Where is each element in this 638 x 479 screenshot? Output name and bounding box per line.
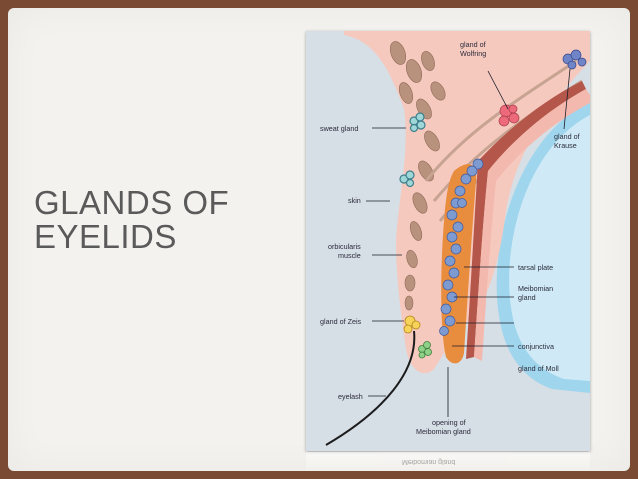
label-sweat-gland: sweat gland: [320, 124, 358, 133]
label-eyelash: eyelash: [338, 392, 363, 401]
label-gland-of-krause: gland of Krause: [554, 132, 582, 150]
label-meibomian-line-1: Meibomian: [518, 284, 553, 293]
gland-of-zeis: [403, 315, 421, 334]
orbicularis-fibres: [389, 41, 446, 311]
reflection-text: Meibomian gland: [402, 458, 456, 465]
label-gland-of-wolfring: gland of Wolfring: [460, 40, 488, 58]
leader-lines: [366, 68, 571, 417]
label-meibomian-line-2: gland: [518, 293, 536, 302]
label-orbicularis-muscle: orbicularis muscle: [328, 242, 363, 260]
conjunctiva-band: [466, 81, 586, 359]
label-wolfring-line-2: Wolfring: [460, 49, 486, 58]
figure-reflection: Meibomian gland: [306, 452, 590, 471]
label-tarsal-plate: tarsal plate: [518, 263, 553, 272]
label-opening-line-1: opening of: [432, 418, 466, 427]
sweat-glands: [399, 112, 426, 188]
cornea: [509, 115, 590, 381]
meibomian-gland-cluster: [439, 158, 484, 336]
gland-of-moll: [418, 341, 432, 359]
label-wolfring-line-1: gland of: [460, 40, 486, 49]
label-skin: skin: [348, 196, 361, 205]
slide-title: GLANDS OF EYELIDS: [34, 184, 230, 255]
label-opening-of-meibomian-gland: opening of Meibomian gland: [416, 418, 471, 436]
label-meibomian-gland: Meibomian gland: [518, 284, 555, 302]
label-conjunctiva: conjunctiva: [518, 342, 554, 351]
conjunctiva-inner: [474, 89, 590, 361]
label-orbicularis-line-2: muscle: [338, 251, 361, 260]
eyelid-diagram: sweat gland skin gland of Zeis eyelash t…: [306, 31, 590, 451]
gland-of-krause: [562, 49, 587, 70]
label-krause-line-2: Krause: [554, 141, 577, 150]
eyelash-shape: [325, 330, 416, 446]
label-opening-line-2: Meibomian gland: [416, 427, 471, 436]
label-krause-line-1: gland of: [554, 132, 580, 141]
label-gland-of-moll: gland of Moll: [518, 364, 559, 373]
label-gland-of-zeis: gland of Zeis: [320, 317, 362, 326]
label-orbicularis-line-1: orbicularis: [328, 242, 361, 251]
eyelid-illustration: sweat gland skin gland of Zeis eyelash t…: [306, 31, 590, 451]
gland-of-wolfring: [498, 104, 520, 127]
